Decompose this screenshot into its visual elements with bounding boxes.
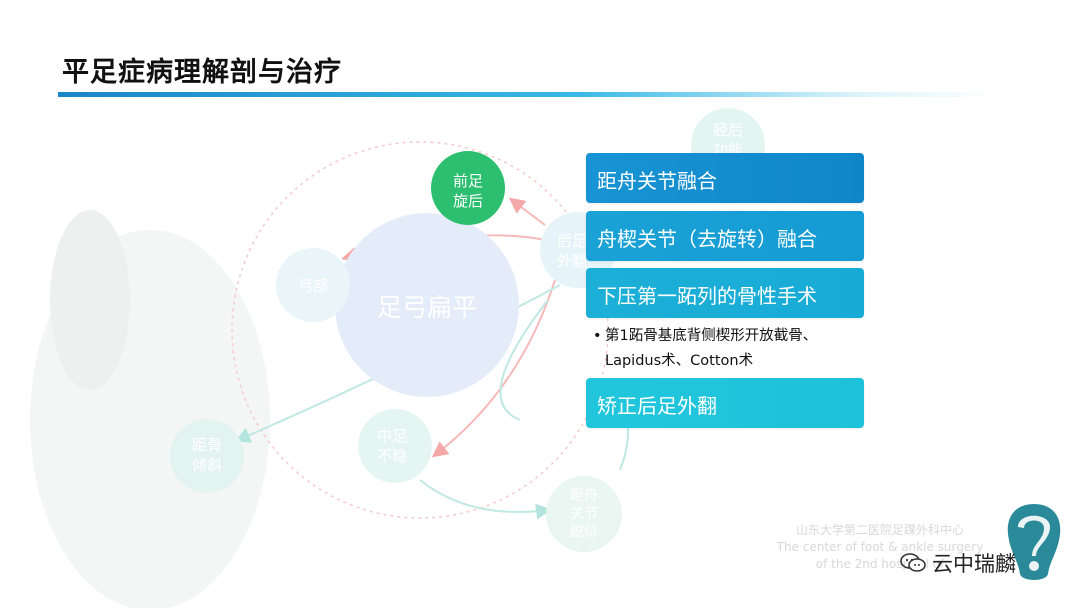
arch-collapse-label: 足弓扁平 [377,293,477,322]
talus-tilt-label-2: 倾斜 [192,456,222,474]
midfoot-instability-label-1: 中足 [377,427,407,445]
talonavicular-joint-node [546,476,622,552]
wechat-account-name: 云中瑞麟 [932,552,1016,576]
title-underline [58,92,1000,97]
midfoot-instability-label-2: 不稳 [377,447,407,465]
hospital-logo-icon [1007,504,1061,580]
hospital-watermark: 山东大学第二医院足踝外科中心 The center of foot & ankl… [770,522,990,573]
wechat-account: 云中瑞麟 [900,548,1016,578]
treatment-talonavicular-fusion: 距舟关节融合 [586,153,864,203]
arrow-hindfoot-to-forefoot [508,197,546,226]
arrow-teal-inner [499,299,549,421]
talus-tilt-node [170,419,244,493]
talonavicular-joint-label-2: 关节 [570,506,598,522]
cycle-ring [231,141,609,519]
faded-foot-shape [50,210,130,390]
watermark-line-1: 山东大学第二医院足踝外科中心 [795,523,964,537]
hindfoot-valgus-label-2: 外翻 [557,252,587,270]
note-bullet: • [593,328,602,344]
wechat-icon [900,553,926,572]
watermark-line-2: The center of foot & ankle surgery [776,540,984,554]
note-line-1: 第1跖骨基底背侧楔形开放截骨、 [605,328,818,344]
arch-node [276,248,350,322]
talonavicular-joint-label-1: 距舟 [570,488,598,504]
treatment-naviculocuneiform-fusion: 舟楔关节（去旋转）融合 [586,211,864,261]
slide-title: 平足症病理解剖与治疗 [62,57,342,88]
talonavicular-joint-label-3: 脱位 [570,524,598,540]
treatment-correct-hindfoot-valgus: 矫正后足外翻 [586,378,864,428]
forefoot-supination-label-1: 前足 [453,172,483,190]
talus-tilt-label-1: 距骨 [192,436,222,454]
forefoot-supination-label-2: 旋后 [453,192,483,210]
note-line-2: Lapidus术、Cotton术 [605,353,754,369]
first-ray-procedures-note: • 第1跖骨基底背侧楔形开放截骨、 Lapidus术、Cotton术 [593,324,817,374]
hindfoot-valgus-label-1: 后足 [557,232,587,250]
arch-collapse-node [335,213,519,397]
midfoot-instability-node [358,409,432,483]
tibialis-posterior-label-1: 胫后 [713,121,743,139]
arrow-midfoot-to-joint [419,479,552,520]
treatment-first-ray-plantarflexion: 下压第一跖列的骨性手术 [586,268,864,318]
arch-label: 弓部 [298,277,328,295]
arrow-hindfoot-to-midfoot [431,279,556,458]
forefoot-supination-node [431,151,505,225]
